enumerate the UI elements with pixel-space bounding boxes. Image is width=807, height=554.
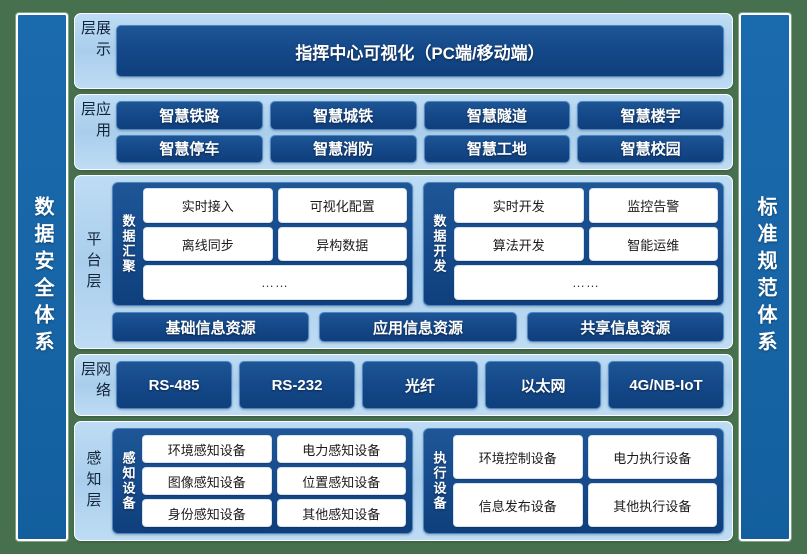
aggregation-row-1: 实时接入 可视化配置 bbox=[143, 188, 407, 223]
sensing-item-environment[interactable]: 环境感知设备 bbox=[142, 435, 272, 463]
app-item-smart-urban-rail[interactable]: 智慧城铁 bbox=[269, 101, 417, 130]
aggregation-row-2: 离线同步 异构数据 bbox=[143, 226, 407, 262]
perception-group-actuating-devices-title: 执行设备 bbox=[431, 451, 447, 511]
sensing-item-image[interactable]: 图像感知设备 bbox=[142, 467, 272, 495]
development-row-3: …… bbox=[454, 265, 718, 301]
app-item-smart-tunnel[interactable]: 智慧隧道 bbox=[423, 101, 571, 130]
actuating-item-environment-control[interactable]: 环境控制设备 bbox=[453, 435, 583, 479]
platform-group-data-aggregation-cells: 实时接入 可视化配置 离线同步 异构数据 …… bbox=[143, 188, 407, 301]
perception-group-actuating-devices: 执行设备 环境控制设备 电力执行设备 信息发布设备 其他执行设备 bbox=[423, 428, 724, 534]
sensing-row-2: 图像感知设备 位置感知设备 bbox=[142, 467, 406, 495]
perception-group-sensing-devices: 感知设备 环境感知设备 电力感知设备 图像感知设备 位置感知设备 身份感知设备 … bbox=[112, 428, 413, 534]
development-item-ellipsis[interactable]: …… bbox=[454, 265, 718, 301]
app-item-smart-construction-site[interactable]: 智慧工地 bbox=[423, 134, 571, 163]
platform-resources-row: 基础信息资源 应用信息资源 共享信息资源 bbox=[112, 312, 724, 342]
actuating-item-power-execution[interactable]: 电力执行设备 bbox=[587, 435, 717, 479]
network-item-4g-nbiot[interactable]: 4G/NB-IoT bbox=[608, 361, 724, 409]
sensing-row-1: 环境感知设备 电力感知设备 bbox=[142, 435, 406, 463]
network-item-rs485[interactable]: RS-485 bbox=[116, 361, 232, 409]
app-item-smart-campus[interactable]: 智慧校园 bbox=[577, 134, 724, 163]
layer-network-label: 网络层 bbox=[79, 361, 111, 403]
aggregation-item-heterogeneous-data[interactable]: 异构数据 bbox=[277, 226, 407, 262]
platform-group-data-development-cells: 实时开发 监控告警 算法开发 智能运维 …… bbox=[454, 188, 718, 301]
layer-display-label: 展示层 bbox=[79, 20, 111, 62]
right-pillar-label: 标准规范体系 bbox=[754, 196, 776, 358]
layer-platform-body: 数据汇聚 实时接入 可视化配置 离线同步 异构数据 …… bbox=[112, 182, 724, 342]
app-item-smart-railway[interactable]: 智慧铁路 bbox=[116, 101, 263, 130]
development-row-1: 实时开发 监控告警 bbox=[454, 188, 718, 223]
aggregation-item-ellipsis[interactable]: …… bbox=[143, 265, 407, 301]
perception-group-sensing-devices-title: 感知设备 bbox=[120, 451, 136, 511]
platform-group-data-development-title: 数据开发 bbox=[431, 214, 447, 274]
layer-network-body: RS-485 RS-232 光纤 以太网 4G/NB-IoT bbox=[116, 361, 724, 409]
layer-perception-label: 感知层 bbox=[84, 449, 102, 513]
network-item-fiber[interactable]: 光纤 bbox=[362, 361, 478, 409]
layer-network: 网络层 RS-485 RS-232 光纤 以太网 4G/NB-IoT bbox=[74, 354, 733, 416]
left-pillar-data-security: 数据安全体系 bbox=[16, 13, 68, 541]
architecture-layer-stack: 展示层 指挥中心可视化（PC端/移动端） 应用层 智慧铁路 智慧城铁 智慧隧道 … bbox=[74, 13, 733, 541]
perception-group-actuating-devices-cells: 环境控制设备 电力执行设备 信息发布设备 其他执行设备 bbox=[453, 435, 717, 527]
app-item-smart-firefighting[interactable]: 智慧消防 bbox=[269, 134, 417, 163]
layer-platform-label: 平台层 bbox=[84, 230, 102, 294]
actuating-item-info-release[interactable]: 信息发布设备 bbox=[453, 483, 583, 527]
aggregation-item-realtime-ingest[interactable]: 实时接入 bbox=[143, 188, 273, 223]
layer-perception-body: 感知设备 环境感知设备 电力感知设备 图像感知设备 位置感知设备 身份感知设备 … bbox=[112, 428, 724, 534]
layer-display: 展示层 指挥中心可视化（PC端/移动端） bbox=[74, 13, 733, 89]
layer-platform: 平台层 数据汇聚 实时接入 可视化配置 离线同步 异构数据 bbox=[74, 175, 733, 349]
network-item-ethernet[interactable]: 以太网 bbox=[485, 361, 601, 409]
display-banner[interactable]: 指挥中心可视化（PC端/移动端） bbox=[116, 25, 724, 77]
sensing-item-power[interactable]: 电力感知设备 bbox=[276, 435, 406, 463]
sensing-item-location[interactable]: 位置感知设备 bbox=[276, 467, 406, 495]
sensing-item-other[interactable]: 其他感知设备 bbox=[276, 499, 406, 527]
aggregation-item-offline-sync[interactable]: 离线同步 bbox=[143, 226, 273, 262]
development-item-algorithm-dev[interactable]: 算法开发 bbox=[454, 226, 584, 262]
platform-groups: 数据汇聚 实时接入 可视化配置 离线同步 异构数据 …… bbox=[112, 182, 724, 306]
resource-item-shared-info[interactable]: 共享信息资源 bbox=[526, 312, 724, 342]
network-item-rs232[interactable]: RS-232 bbox=[239, 361, 355, 409]
perception-group-sensing-devices-cells: 环境感知设备 电力感知设备 图像感知设备 位置感知设备 身份感知设备 其他感知设… bbox=[142, 435, 406, 527]
app-item-smart-parking[interactable]: 智慧停车 bbox=[116, 134, 263, 163]
resource-item-basic-info[interactable]: 基础信息资源 bbox=[112, 312, 310, 342]
platform-group-data-development: 数据开发 实时开发 监控告警 算法开发 智能运维 …… bbox=[423, 182, 724, 306]
app-item-smart-building[interactable]: 智慧楼宇 bbox=[577, 101, 724, 130]
layer-application-body: 智慧铁路 智慧城铁 智慧隧道 智慧楼宇 智慧停车 智慧消防 智慧工地 智慧校园 bbox=[116, 101, 724, 163]
aggregation-row-3: …… bbox=[143, 265, 407, 301]
layer-display-body: 指挥中心可视化（PC端/移动端） bbox=[116, 20, 724, 82]
aggregation-item-visual-config[interactable]: 可视化配置 bbox=[277, 188, 407, 223]
application-row-1: 智慧铁路 智慧城铁 智慧隧道 智慧楼宇 bbox=[116, 101, 724, 130]
sensing-row-3: 身份感知设备 其他感知设备 bbox=[142, 499, 406, 527]
platform-group-data-aggregation-title: 数据汇聚 bbox=[120, 214, 136, 274]
layer-application: 应用层 智慧铁路 智慧城铁 智慧隧道 智慧楼宇 智慧停车 智慧消防 智慧工地 智… bbox=[74, 94, 733, 170]
left-pillar-label: 数据安全体系 bbox=[31, 196, 53, 358]
development-item-monitor-alarm[interactable]: 监控告警 bbox=[588, 188, 718, 223]
application-row-2: 智慧停车 智慧消防 智慧工地 智慧校园 bbox=[116, 134, 724, 163]
right-pillar-standards: 标准规范体系 bbox=[739, 13, 791, 541]
development-row-2: 算法开发 智能运维 bbox=[454, 226, 718, 262]
layer-application-label: 应用层 bbox=[79, 101, 111, 143]
actuating-item-other-execution[interactable]: 其他执行设备 bbox=[587, 483, 717, 527]
sensing-item-identity[interactable]: 身份感知设备 bbox=[142, 499, 272, 527]
layer-perception: 感知层 感知设备 环境感知设备 电力感知设备 图像感知设备 位置感知设备 身份感… bbox=[74, 421, 733, 541]
actuating-row-2: 信息发布设备 其他执行设备 bbox=[453, 483, 717, 527]
resource-item-application-info[interactable]: 应用信息资源 bbox=[319, 312, 517, 342]
platform-group-data-aggregation: 数据汇聚 实时接入 可视化配置 离线同步 异构数据 …… bbox=[112, 182, 413, 306]
actuating-row-1: 环境控制设备 电力执行设备 bbox=[453, 435, 717, 479]
development-item-intelligent-ops[interactable]: 智能运维 bbox=[588, 226, 718, 262]
development-item-realtime-dev[interactable]: 实时开发 bbox=[454, 188, 584, 223]
